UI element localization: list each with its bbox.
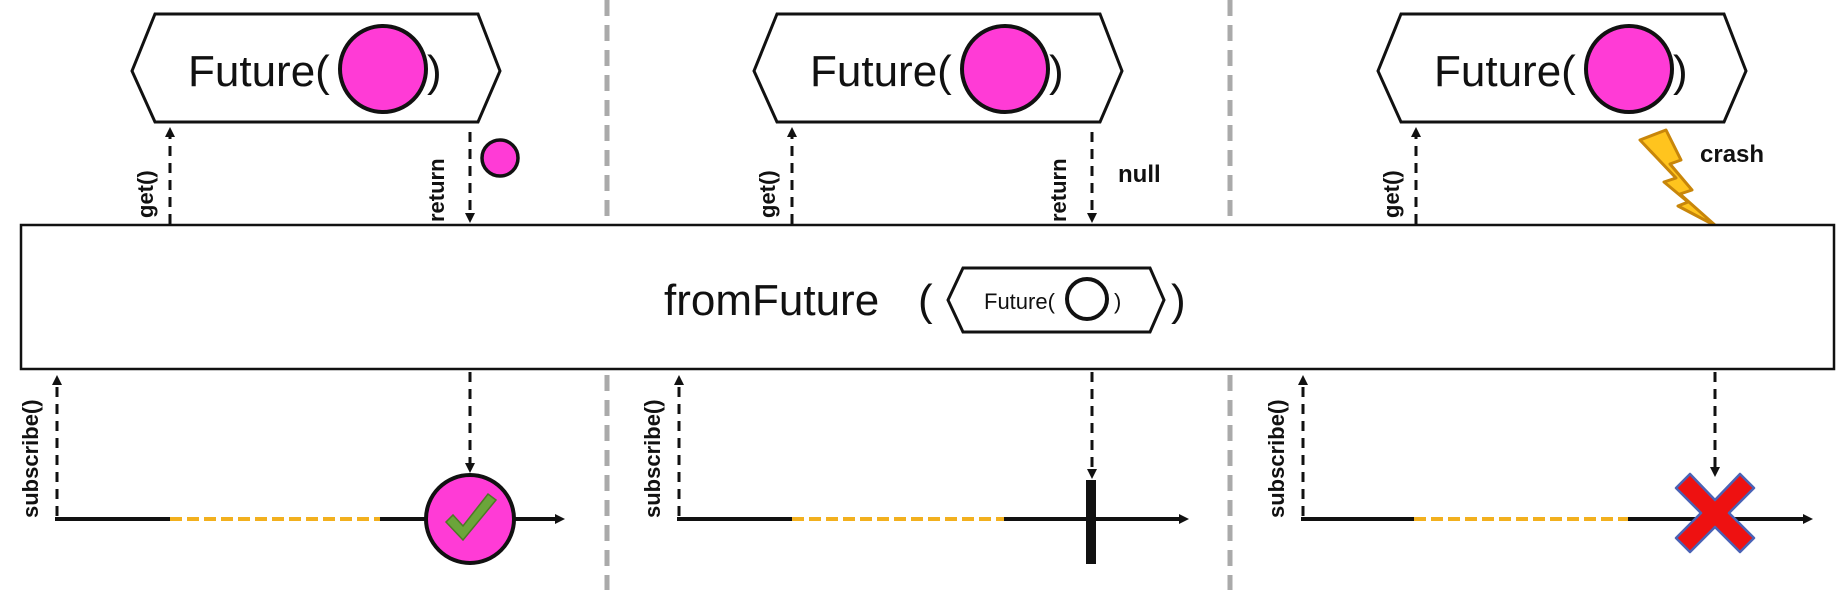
future-close-paren: ) bbox=[1049, 47, 1064, 96]
inner-future-label: Future( bbox=[984, 289, 1056, 314]
subscribe-label: subscribe() bbox=[18, 399, 43, 518]
subscribe-label: subscribe() bbox=[1264, 399, 1289, 518]
get-label: get() bbox=[755, 170, 780, 218]
error-x-icon bbox=[1674, 472, 1756, 554]
checkmark-icon bbox=[424, 473, 516, 565]
future-label: Future( bbox=[188, 47, 330, 96]
inner-future-close-paren: ) bbox=[1114, 289, 1121, 314]
return-label: return bbox=[424, 158, 449, 222]
get-label: get() bbox=[1379, 170, 1404, 218]
future-value-marble bbox=[338, 24, 428, 114]
future-close-paren: ) bbox=[1673, 47, 1688, 96]
panel-3: Future( ) get() crash subscribe() bbox=[1264, 12, 1813, 554]
inner-future-empty-marble bbox=[1065, 277, 1109, 321]
future-hexagon: Future( ) bbox=[752, 12, 1124, 124]
future-label: Future( bbox=[810, 47, 952, 96]
operator-close-paren: ) bbox=[1171, 276, 1186, 325]
panel-2: Future( ) get() return null subscribe() bbox=[640, 12, 1189, 564]
completion-bar-icon bbox=[1086, 480, 1096, 564]
operator-open-paren: ( bbox=[918, 276, 933, 325]
future-label: Future( bbox=[1434, 47, 1576, 96]
panel-1: Future( ) get() return subscribe() bbox=[18, 12, 565, 565]
lightning-icon bbox=[1638, 128, 1718, 228]
subscribe-label: subscribe() bbox=[640, 399, 665, 518]
null-value-label: null bbox=[1118, 161, 1161, 188]
future-hexagon: Future( ) bbox=[1376, 12, 1748, 124]
return-label: return bbox=[1046, 158, 1071, 222]
future-hexagon: Future( ) bbox=[130, 12, 502, 124]
crash-label: crash bbox=[1700, 141, 1764, 168]
operator-box: fromFuture ( Future( ) ) bbox=[19, 223, 1836, 371]
operator-name: fromFuture bbox=[664, 276, 879, 325]
returned-value-marble bbox=[480, 138, 520, 178]
timeline bbox=[55, 473, 565, 565]
get-label: get() bbox=[133, 170, 158, 218]
timeline bbox=[677, 480, 1189, 564]
inner-future-hexagon: Future( ) bbox=[946, 266, 1166, 334]
timeline bbox=[1301, 472, 1813, 554]
future-value-marble bbox=[960, 24, 1050, 114]
future-close-paren: ) bbox=[427, 47, 442, 96]
future-value-marble bbox=[1584, 24, 1674, 114]
